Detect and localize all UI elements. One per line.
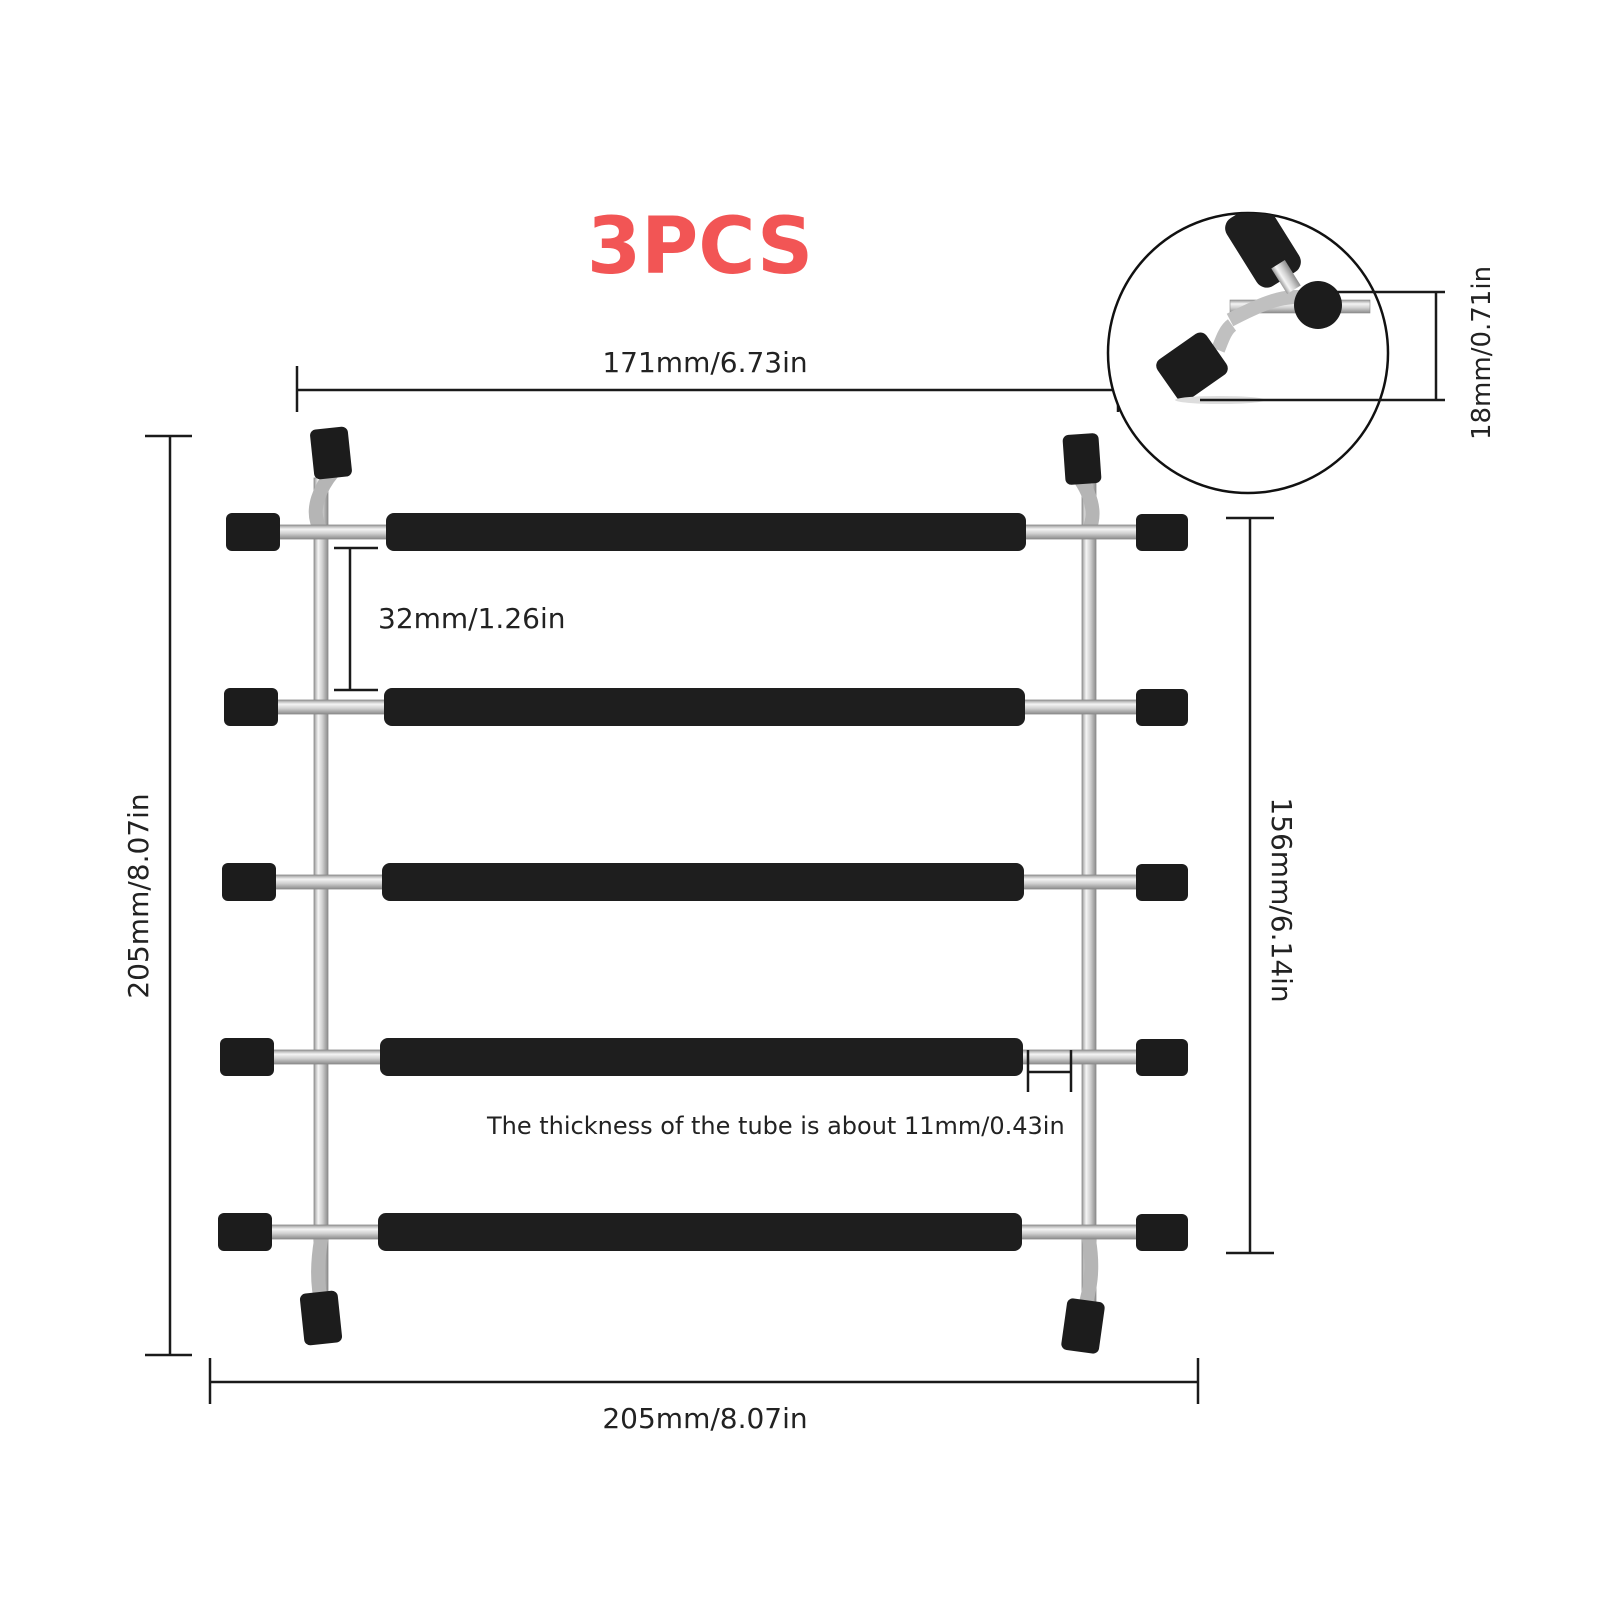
rung-left-end-cap: [224, 688, 278, 726]
rack-frame: [218, 426, 1188, 1354]
bottom-width-dimension: 205mm/8.07in: [208, 1358, 1200, 1435]
rung-left-end-cap: [226, 513, 280, 551]
page-title: 3PCS: [587, 202, 813, 292]
rung-left-end-cap: [218, 1213, 272, 1251]
top-width-label: 171mm/6.73in: [602, 346, 807, 379]
rung-left-end-cap: [220, 1038, 274, 1076]
rung: [224, 688, 1188, 726]
rung-left-end-cap: [222, 863, 276, 901]
left-height-dimension: 205mm/8.07in: [122, 434, 192, 1357]
rung: [222, 863, 1188, 901]
rung-foam-tube: [382, 863, 1024, 901]
rung-spacing-dimension: 32mm/1.26in: [334, 546, 565, 692]
rung-right-end-cap: [1136, 1039, 1188, 1076]
rung-right-end-cap: [1136, 689, 1188, 726]
rung: [220, 1038, 1188, 1076]
rung-right-end-cap: [1136, 514, 1188, 551]
rung-foam-tube: [386, 513, 1026, 551]
rung: [218, 1213, 1188, 1251]
rung-spacing-label: 32mm/1.26in: [378, 602, 565, 635]
left-rail: [313, 477, 329, 1309]
foot-height-label: 18mm/0.71in: [1467, 266, 1497, 440]
right-bottom-foot-cap: [1061, 1298, 1105, 1354]
right-top-foot-cap: [1062, 433, 1102, 485]
rung-right-end-cap: [1136, 864, 1188, 901]
rung-foam-tube: [384, 688, 1025, 726]
tube-thickness-label: The thickness of the tube is about 11mm/…: [486, 1112, 1065, 1140]
tube-thickness-dimension: The thickness of the tube is about 11mm/…: [486, 1050, 1073, 1140]
right-height-label: 156mm/6.14in: [1265, 797, 1298, 1002]
rung-right-end-cap: [1136, 1214, 1188, 1251]
left-height-label: 205mm/8.07in: [122, 793, 155, 998]
right-height-dimension: 156mm/6.14in: [1226, 516, 1298, 1255]
left-bottom-foot-cap: [299, 1290, 343, 1346]
top-width-dimension: 171mm/6.73in: [295, 346, 1120, 412]
bottom-width-label: 205mm/8.07in: [602, 1402, 807, 1435]
right-bottom-bend: [1077, 1233, 1099, 1317]
rung-foam-tube: [380, 1038, 1023, 1076]
rung: [226, 513, 1188, 551]
left-top-foot-cap: [310, 426, 352, 480]
right-rail: [1081, 481, 1097, 1309]
detail-magnifier: 18mm/0.71in: [1106, 211, 1497, 495]
left-top-bend: [308, 465, 340, 537]
rung-foam-tube: [378, 1213, 1022, 1251]
